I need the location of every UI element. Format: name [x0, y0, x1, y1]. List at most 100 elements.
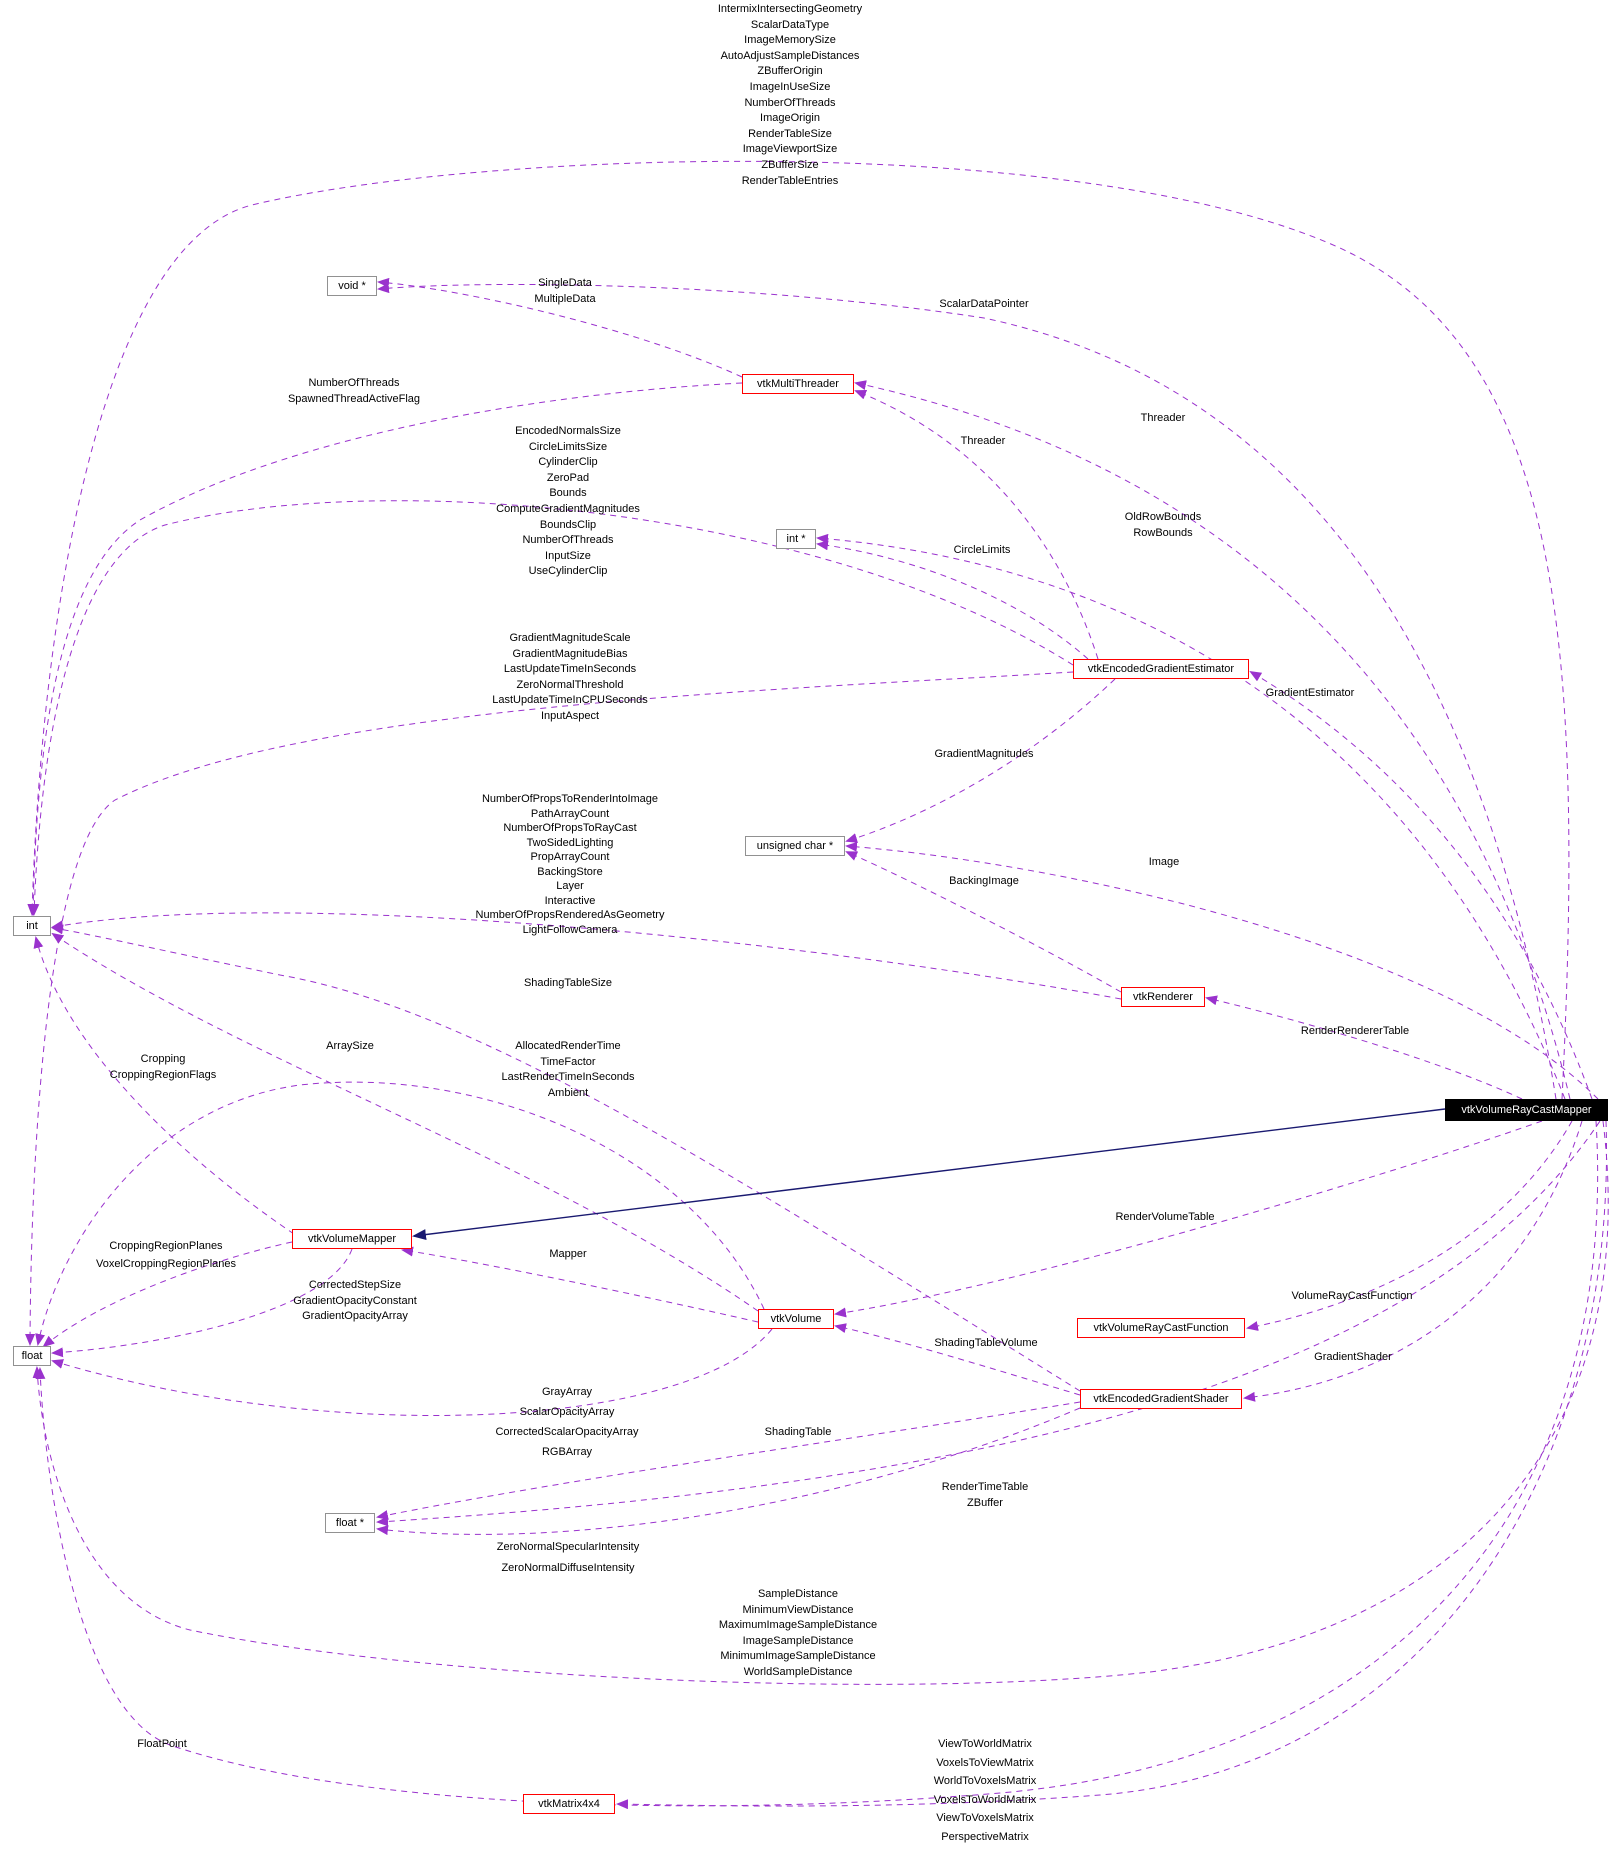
edge-label-scalar-data-pointer: ScalarDataPointer [939, 297, 1028, 313]
node-vtkMatrix4x4[interactable]: vtkMatrix4x4 [523, 1794, 615, 1814]
edge-label-line: RenderTimeTable [941, 1481, 1029, 1493]
node-vtkVolumeMapper[interactable]: vtkVolumeMapper [292, 1229, 412, 1249]
edge-mapper-to-renderer [1205, 995, 1523, 1100]
edge-mapper-to-multithreader [854, 380, 1571, 1100]
edge-label-line: ViewToVoxelsMatrix [936, 1812, 1034, 1825]
edge-label-line: NumberOfThreads [522, 534, 614, 547]
edge-label-line: BackingStore [537, 865, 603, 878]
node-vtkEncodedGradientEstimator[interactable]: vtkEncodedGradientEstimator [1073, 659, 1249, 679]
edge-mapper-to-voidptr [377, 283, 1557, 1100]
edge-label-line: LastRenderTimeInSeconds [501, 1071, 635, 1084]
edge-shader-to-int [51, 924, 1081, 1392]
edge-label-line: GradientMagnitudes [934, 748, 1034, 760]
node-vtkMultiThreader[interactable]: vtkMultiThreader [742, 374, 854, 394]
edge-label-mapper: Mapper [549, 1247, 586, 1263]
edge-label-line: NumberOfThreads [744, 96, 836, 109]
edge-label-line: ScalarDataPointer [939, 298, 1029, 310]
edge-label-line: RenderTableSize [748, 127, 832, 140]
edge-label-line: LastUpdateTimeInSeconds [503, 663, 637, 676]
node-void-ptr: void * [327, 276, 377, 296]
edge-renderer-to-uchar [845, 851, 1122, 993]
edge-label-line: ZeroNormalDiffuseIntensity [501, 1562, 635, 1574]
edge-label-line: RenderTableEntries [741, 174, 839, 187]
edge-renderer-to-int [51, 912, 1122, 1000]
node-vtkVolumeRayCastFunction[interactable]: vtkVolumeRayCastFunction [1077, 1318, 1245, 1338]
edge-label-line: CorrectedStepSize [308, 1279, 402, 1291]
edge-label-line: Cropping [140, 1053, 186, 1065]
edge-label-line: ZeroNormalThreshold [516, 678, 624, 691]
edge-mapper-to-raycastfunction [1246, 1120, 1573, 1331]
node-int-ptr: int * [776, 529, 816, 549]
edge-label-line: ZBufferSize [761, 158, 819, 171]
edge-label-line: VolumeRayCastFunction [1291, 1290, 1413, 1302]
edge-label-circle-limits: CircleLimits [954, 543, 1011, 559]
edge-label-line: VoxelsToWorldMatrix [933, 1793, 1037, 1806]
edge-label-line: TwoSidedLighting [526, 836, 614, 849]
edge-label-line: NumberOfPropsToRayCast [503, 822, 637, 834]
edge-label-line: LastUpdateTimeInCPUSeconds [492, 694, 648, 707]
edge-shader-to-volume [834, 1323, 1081, 1396]
node-vtkRenderer[interactable]: vtkRenderer [1121, 987, 1205, 1007]
edge-label-line: PathArrayCount [530, 807, 610, 820]
edge-label-line: ZBufferOrigin [757, 65, 823, 78]
edge-label-line: RowBounds [1133, 526, 1193, 539]
edge-label-render-renderer-table: RenderRendererTable [1301, 1024, 1409, 1040]
edge-label-line: NumberOfPropsToRenderIntoImage [481, 793, 659, 805]
edge-label-line: SampleDistance [757, 1588, 839, 1600]
edge-label-line: InputAspect [540, 709, 600, 722]
edge-label-line: SingleData [538, 277, 592, 289]
edge-label-line: ImageViewportSize [742, 143, 838, 156]
node-vtkVolume[interactable]: vtkVolume [758, 1309, 834, 1329]
edge-estimator-to-float [25, 671, 1074, 1346]
edge-label-line: GradientMagnitudeScale [509, 632, 631, 644]
edge-label-line: MultipleData [534, 292, 596, 305]
edge-label-line: ZeroNormalSpecularIntensity [496, 1541, 640, 1553]
edge-label-line: Ambient [547, 1086, 589, 1099]
edge-label-line: GradientOpacityConstant [293, 1294, 417, 1307]
edge-volumemapper-to-float-planes [42, 1241, 293, 1348]
edge-label-line: Layer [556, 880, 584, 892]
edge-label-shading-table-volume: ShadingTableVolume [934, 1336, 1037, 1352]
edge-label-line: FloatPoint [137, 1738, 187, 1750]
edge-label-line: PropArrayCount [530, 851, 610, 863]
edge-estimator-to-uchar [845, 678, 1116, 843]
edge-label-line: ViewToWorldMatrix [938, 1738, 1032, 1750]
edge-threader-to-voidptr [377, 277, 743, 378]
edge-label-line: ScalarDataType [750, 18, 830, 31]
edge-label-line: Threader [960, 435, 1006, 447]
edge-label-image-label: Image [1149, 855, 1180, 871]
edge-label-line: GradientMagnitudeBias [512, 647, 628, 660]
edge-label-float-point: FloatPoint [137, 1737, 187, 1753]
edge-volumemapper-to-int [33, 936, 295, 1235]
edge-label-line: Interactive [544, 894, 596, 907]
node-vtkVolumeRayCastMapper: vtkVolumeRayCastMapper [1445, 1099, 1608, 1121]
edge-label-gradient-magnitudes: GradientMagnitudes [934, 747, 1033, 763]
node-float: float [13, 1346, 51, 1366]
edge-estimator-to-multithreader [854, 390, 1099, 660]
edge-estimator-to-intptr [816, 540, 1089, 660]
edge-label-line: AllocatedRenderTime [515, 1040, 621, 1052]
edge-label-line: WorldToVoxelsMatrix [933, 1775, 1037, 1788]
edge-mapper-to-int-top [27, 160, 1570, 1100]
edge-label-line: Bounds [549, 487, 587, 500]
edge-label-line: SpawnedThreadActiveFlag [287, 392, 421, 405]
edge-label-line: BackingImage [949, 875, 1019, 887]
edge-label-gradient-estimator: GradientEstimator [1266, 686, 1355, 702]
edge-volume-to-float-arrays [51, 1328, 773, 1416]
edge-label-line: CircleLimits [953, 544, 1011, 556]
edge-label-line: RenderRendererTable [1300, 1025, 1410, 1037]
node-vtkEncodedGradientShader[interactable]: vtkEncodedGradientShader [1080, 1389, 1242, 1409]
edge-estimator-to-int [29, 500, 1074, 916]
